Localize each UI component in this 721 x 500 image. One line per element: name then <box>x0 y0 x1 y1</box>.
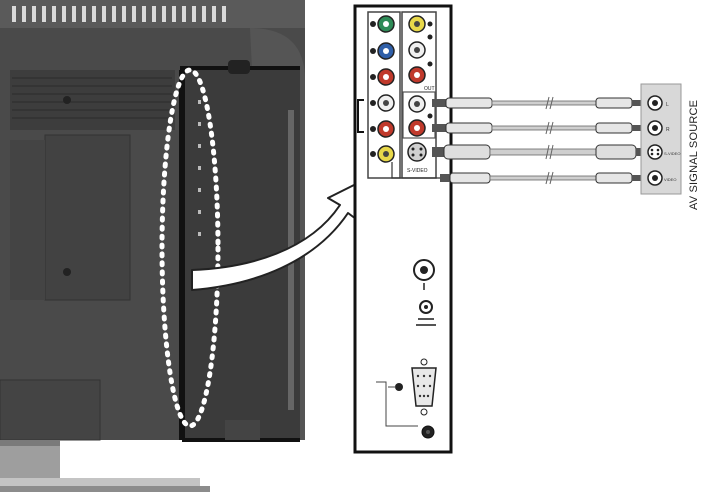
out-label: OUT <box>424 86 435 92</box>
vga-port <box>376 358 437 427</box>
av-cables <box>391 96 644 185</box>
av-source-device: L R S-VIDEO VIDEO <box>640 83 682 195</box>
svideo-label: S-VIDEO <box>407 168 428 174</box>
source-port-label-r: R <box>666 127 670 133</box>
connector-panel-detail: OUT S-VIDEO <box>353 4 453 454</box>
source-port-label-video: VIDEO <box>664 177 676 182</box>
source-port-label-l: L <box>666 102 669 108</box>
power-jack <box>416 300 436 326</box>
antenna-jack <box>413 259 435 290</box>
component-input-jacks <box>370 15 395 163</box>
signal-source-label: AV SIGNAL SOURCE <box>688 99 700 211</box>
source-port-label-svideo: S-VIDEO <box>664 151 680 156</box>
highlight-ellipse <box>159 67 221 429</box>
av-input-jacks <box>407 15 433 162</box>
tv-rear-view <box>0 0 305 492</box>
pc-audio-jack <box>421 425 435 439</box>
